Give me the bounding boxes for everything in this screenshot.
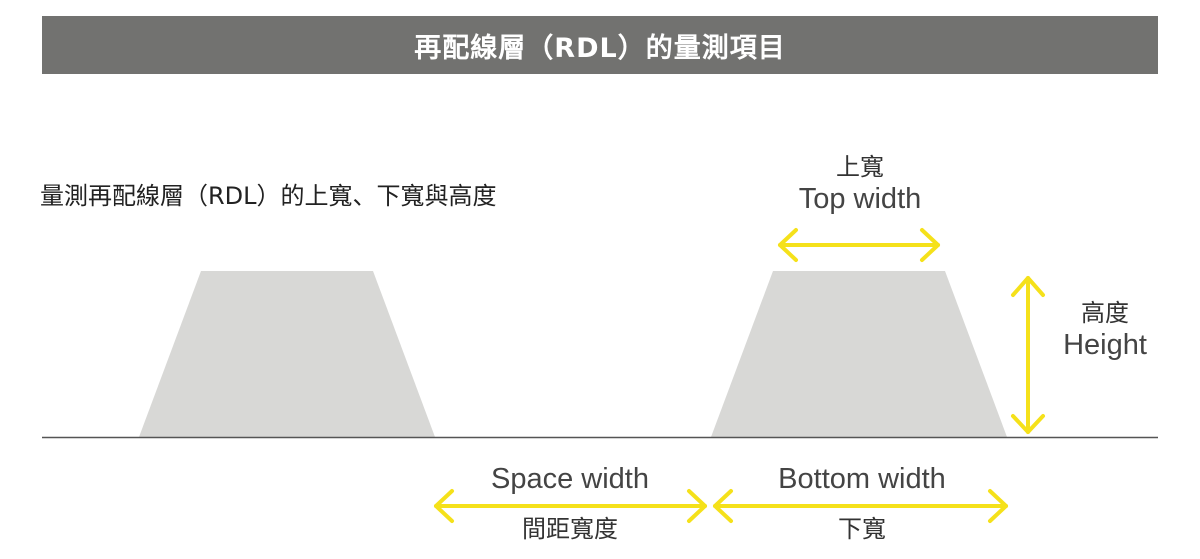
space-width-arrow xyxy=(434,489,707,523)
top-width-label: 上寬 Top width xyxy=(760,152,960,216)
top-width-label-en: Top width xyxy=(798,183,922,215)
rdl-trace-right xyxy=(711,271,1007,437)
rdl-trace-left xyxy=(139,271,435,437)
bottom-width-label-zh: 下寬 xyxy=(838,515,886,543)
top-width-label-zh: 上寬 xyxy=(836,153,884,181)
space-width-label-en: Space width xyxy=(491,463,649,495)
height-label-zh: 高度 xyxy=(1081,299,1129,327)
top-width-arrow xyxy=(778,228,940,262)
space-width-label-zh: 間距寬度 xyxy=(522,515,618,543)
page-title: 再配線層（RDL）的量測項目 xyxy=(42,16,1158,74)
bottom-width-arrow xyxy=(713,489,1008,523)
height-label-en: Height xyxy=(1063,329,1147,361)
space-width-label: Space width 間距寬度 xyxy=(440,460,700,544)
height-label: 高度 Height xyxy=(1040,298,1170,362)
bottom-width-label-en: Bottom width xyxy=(778,463,946,495)
bottom-width-label: Bottom width 下寬 xyxy=(712,460,1012,544)
diagram-subtitle: 量測再配線層（RDL）的上寬、下寬與高度 xyxy=(40,182,497,210)
height-arrow xyxy=(1011,276,1045,434)
